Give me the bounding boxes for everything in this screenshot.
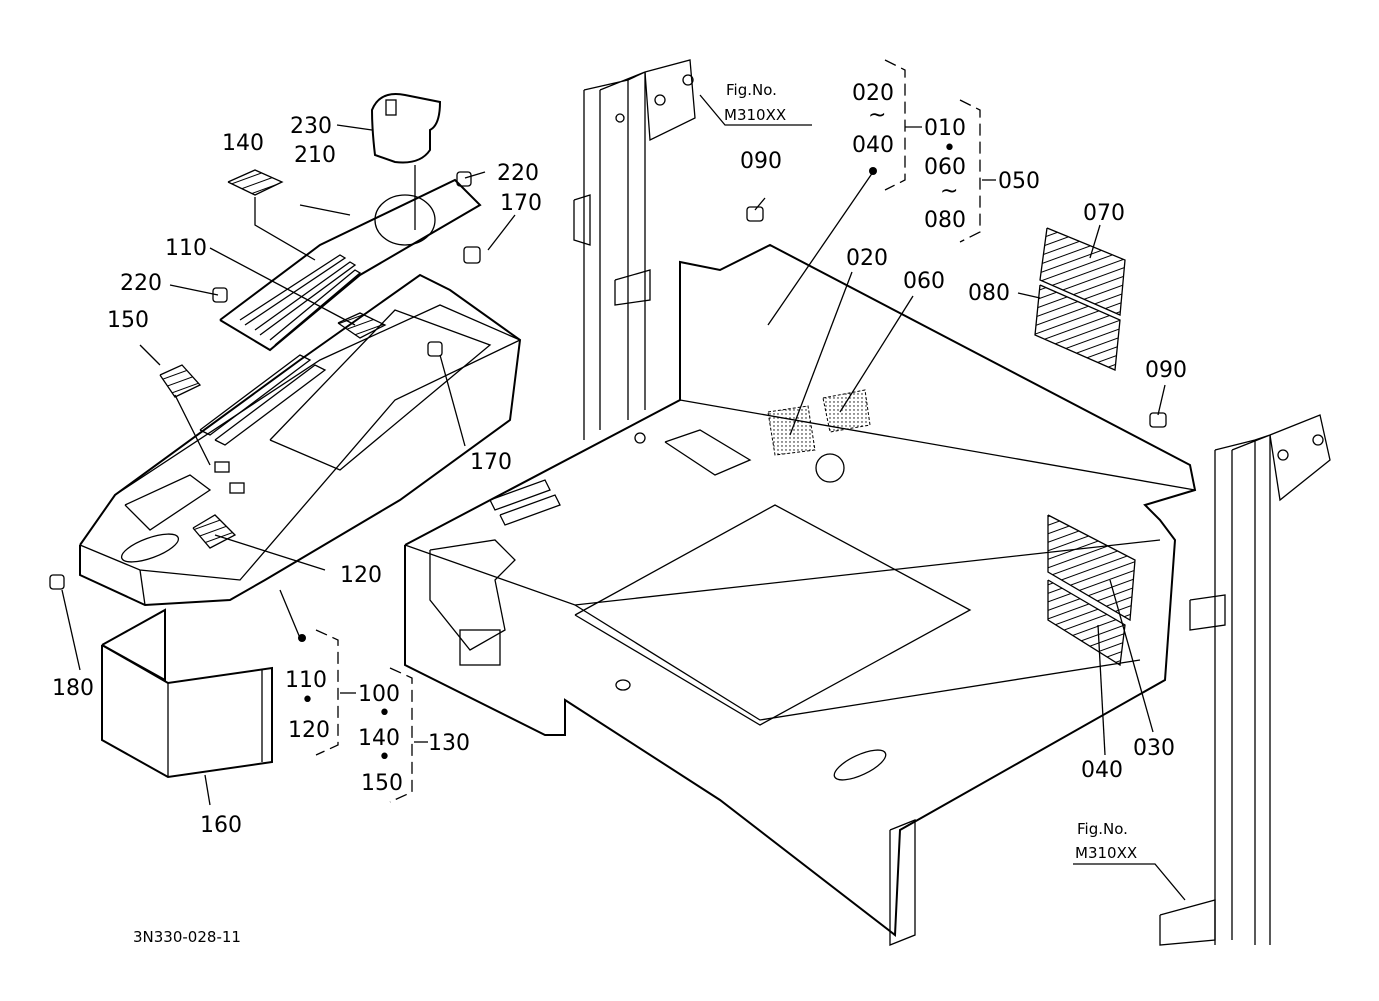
group-parent-010: 010 — [924, 116, 966, 141]
drawing-code: 3N330-028-11 — [133, 928, 241, 946]
fig-ref-number: M310XX — [1075, 844, 1137, 862]
svg-text:~: ~ — [868, 103, 886, 128]
callout-040: 040 — [1081, 758, 1123, 783]
seat-base-panel — [404, 243, 1197, 946]
fig-ref-bottom: Fig.No. M310XX — [1073, 820, 1186, 901]
svg-text:•: • — [943, 136, 956, 161]
svg-text:~: ~ — [940, 179, 958, 204]
bolt-090-top — [746, 206, 764, 222]
svg-text:140: 140 — [358, 726, 400, 751]
bolt-170-top — [463, 246, 481, 264]
callout-230: 230 — [290, 114, 332, 139]
bolt-220-left — [212, 287, 228, 303]
svg-text:•: • — [378, 745, 391, 770]
group-bracket-130: 100 • 140 • 150 130 — [358, 667, 470, 803]
callout-220: 220 — [120, 271, 162, 296]
group-parent-130: 130 — [428, 731, 470, 756]
callout-180: 180 — [52, 676, 94, 701]
console-cover — [79, 273, 522, 607]
group-bracket-100: 110 • 120 100 — [285, 629, 400, 756]
side-cover — [101, 608, 273, 779]
group-parent-100: 100 — [358, 682, 400, 707]
leader-lines — [61, 124, 1166, 806]
fig-ref-label: Fig.No. — [1077, 820, 1128, 838]
fig-ref-top: Fig.No. M310XX — [699, 81, 812, 126]
top-plate — [219, 178, 482, 352]
callouts: 230 140 210 220 170 110 220 150 170 120 … — [52, 114, 1187, 838]
callout-070: 070 — [1083, 201, 1125, 226]
label-140 — [227, 169, 284, 196]
callout-060: 060 — [903, 269, 945, 294]
callout-120: 120 — [340, 563, 382, 588]
callout-020: 020 — [846, 246, 888, 271]
callout-140: 140 — [222, 131, 264, 156]
callout-210: 210 — [294, 143, 336, 168]
group-bracket-010: 020 ~ 040 010 — [852, 59, 966, 191]
fig-ref-number: M310XX — [724, 106, 786, 124]
svg-text:060: 060 — [924, 155, 966, 180]
svg-text:150: 150 — [361, 771, 403, 796]
callout-090: 090 — [1145, 358, 1187, 383]
label-150 — [159, 364, 202, 398]
callout-150: 150 — [107, 308, 149, 333]
bolts — [49, 171, 1167, 590]
callout-220: 220 — [497, 161, 539, 186]
callout-080: 080 — [968, 281, 1010, 306]
bolt-090-right — [1149, 412, 1167, 428]
svg-text:080: 080 — [924, 208, 966, 233]
callout-160: 160 — [200, 813, 242, 838]
group-bracket-050: 010 • 060 ~ 080 050 — [924, 99, 1040, 243]
label-070 — [1039, 227, 1126, 316]
left-frame-post — [573, 59, 696, 440]
label-040 — [1047, 579, 1126, 667]
svg-text:•: • — [301, 688, 314, 713]
svg-text:040: 040 — [852, 133, 894, 158]
label-080 — [1034, 284, 1121, 371]
callout-030: 030 — [1133, 736, 1175, 761]
callout-170: 170 — [470, 450, 512, 475]
svg-text:110: 110 — [285, 668, 327, 693]
callout-110: 110 — [165, 236, 207, 261]
right-frame-post — [1159, 414, 1331, 946]
callout-090: 090 — [740, 149, 782, 174]
group-parent-050: 050 — [998, 169, 1040, 194]
svg-text:120: 120 — [288, 718, 330, 743]
svg-text:020: 020 — [852, 81, 894, 106]
cup-holder — [370, 93, 442, 164]
fig-ref-label: Fig.No. — [726, 81, 777, 99]
callout-170: 170 — [500, 191, 542, 216]
svg-text:•: • — [378, 701, 391, 726]
bolt-220-top — [456, 171, 472, 187]
bolt-180 — [49, 574, 65, 590]
bolt-170-mid — [427, 341, 443, 357]
